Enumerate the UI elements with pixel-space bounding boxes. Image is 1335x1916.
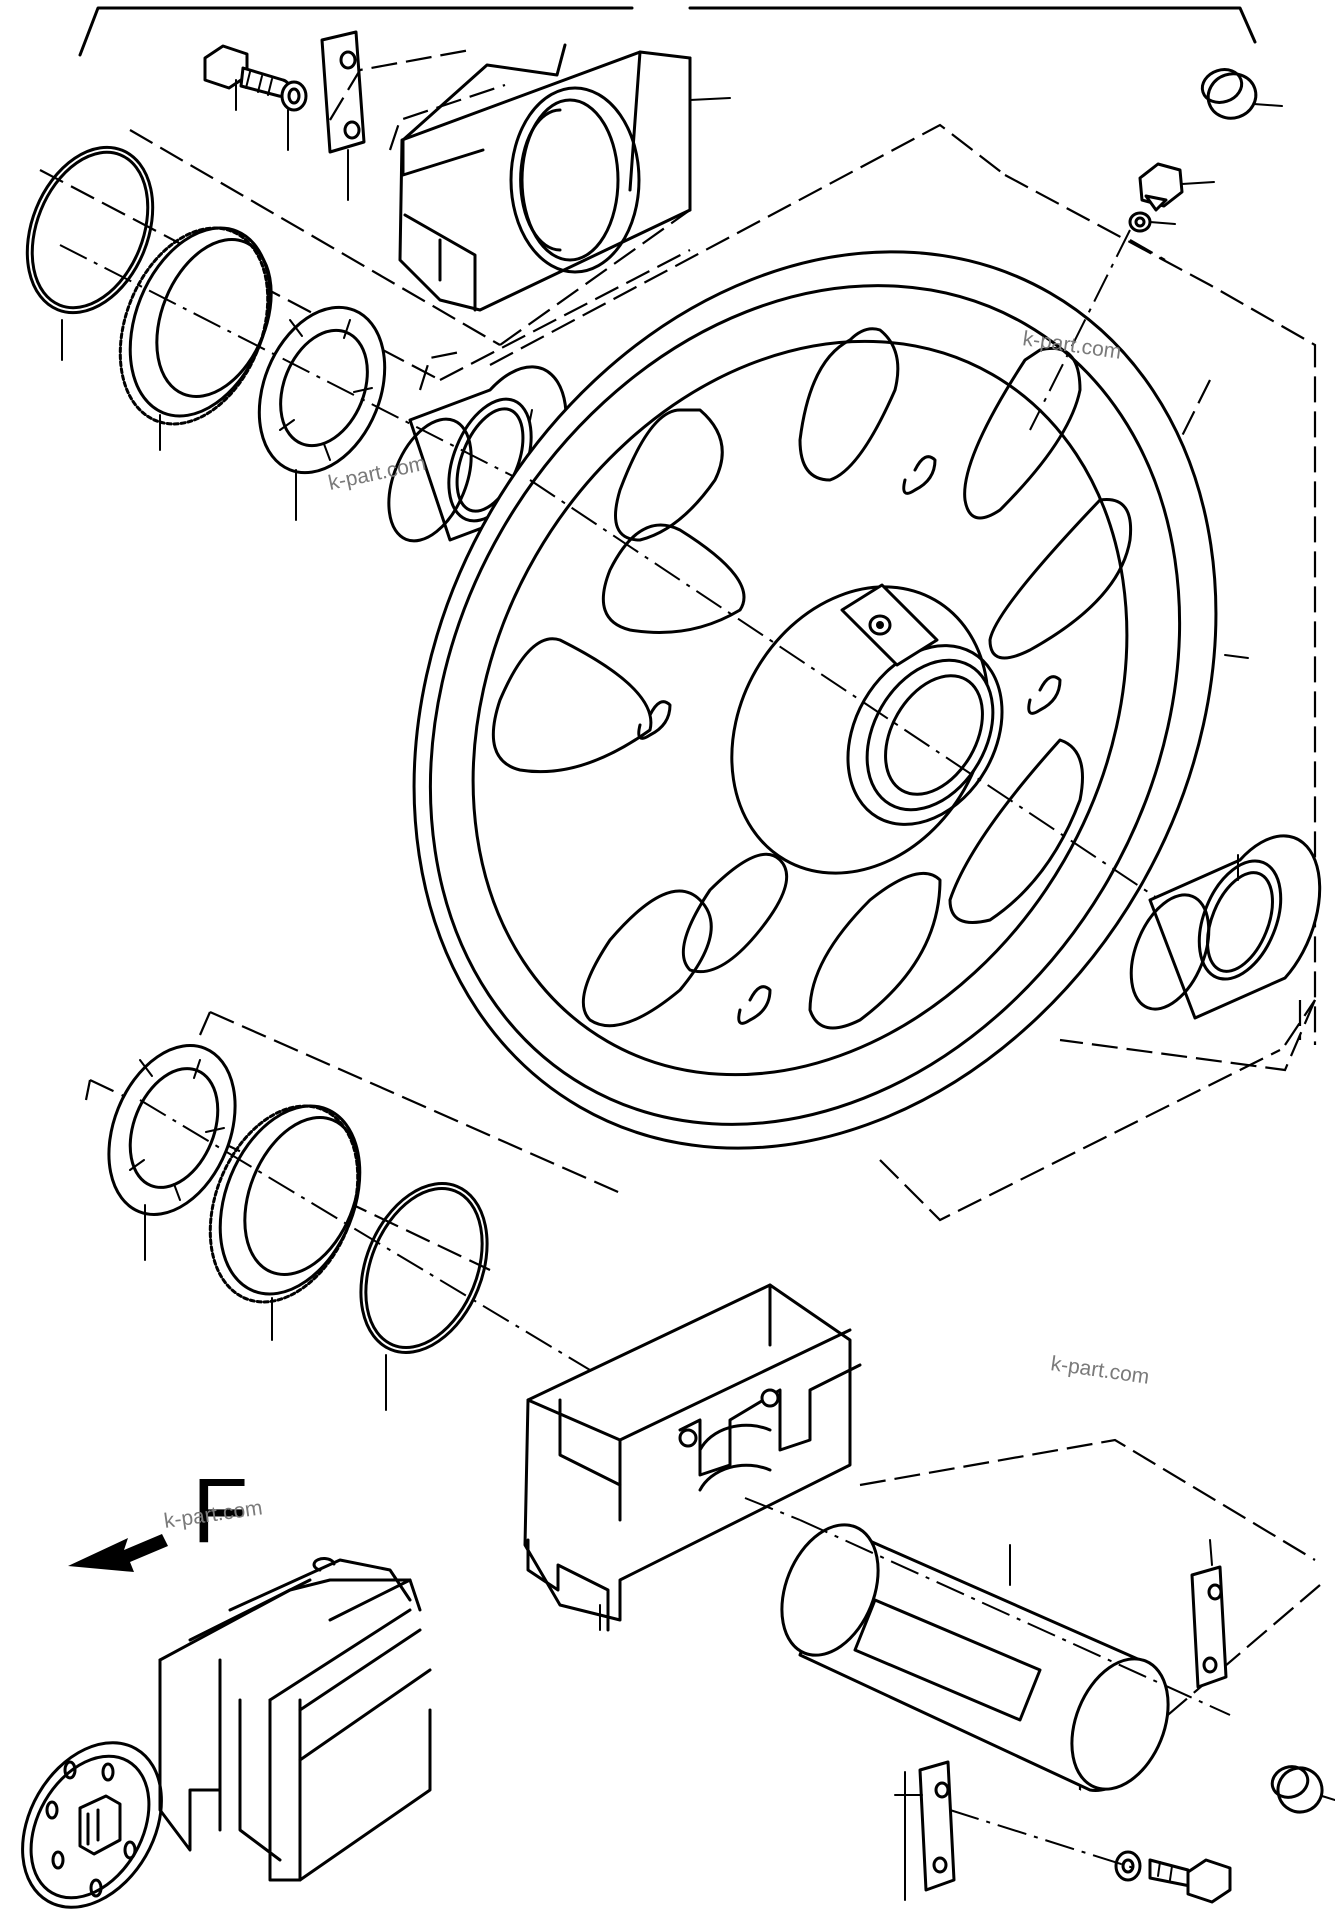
upper-washer bbox=[280, 80, 308, 151]
plug-axis-line bbox=[1029, 229, 1131, 431]
spoke-windows bbox=[491, 327, 1133, 1030]
lower-o-ring bbox=[359, 1182, 489, 1411]
right-lock-plate bbox=[1190, 1539, 1228, 1689]
wheel-bolt-marks bbox=[637, 455, 1062, 1025]
lower-washer bbox=[1114, 1850, 1142, 1882]
upper-thrust-washer bbox=[257, 305, 387, 521]
upper-bolt bbox=[203, 44, 291, 111]
cap-marker-top bbox=[1200, 68, 1283, 120]
watermark-text: k-part.com bbox=[1049, 1352, 1150, 1389]
direction-indicator: F bbox=[68, 1460, 248, 1572]
upper-lock-plate bbox=[320, 30, 366, 201]
upper-axis-line bbox=[59, 244, 541, 491]
lower-support-block bbox=[523, 1283, 862, 1632]
lower-shaft bbox=[780, 1519, 1231, 1792]
wheel-envelope-dashes bbox=[489, 123, 1317, 1222]
upper-support-block bbox=[398, 43, 731, 312]
idler-wheel bbox=[412, 229, 1249, 1150]
direction-label: F bbox=[192, 1460, 248, 1562]
grease-plug bbox=[1128, 162, 1215, 233]
direction-arrow-icon bbox=[68, 1534, 168, 1572]
left-lock-plate bbox=[894, 1760, 956, 1901]
upper-o-ring bbox=[25, 145, 155, 361]
wheel-axis-line bbox=[529, 479, 1191, 921]
top-bracket-line bbox=[78, 6, 1257, 57]
machine-inset-view bbox=[21, 1557, 432, 1909]
wheel-leader bbox=[1224, 654, 1249, 659]
lower-floating-seal bbox=[208, 1104, 362, 1341]
lower-bolt-axis bbox=[949, 1809, 1141, 1871]
cap-marker-bottom bbox=[1270, 1765, 1335, 1814]
inset-idler-wheel bbox=[21, 1741, 163, 1909]
lower-bolt bbox=[1148, 1858, 1232, 1904]
lower-axis-line bbox=[139, 1099, 591, 1371]
right-bushing bbox=[1129, 834, 1322, 1020]
